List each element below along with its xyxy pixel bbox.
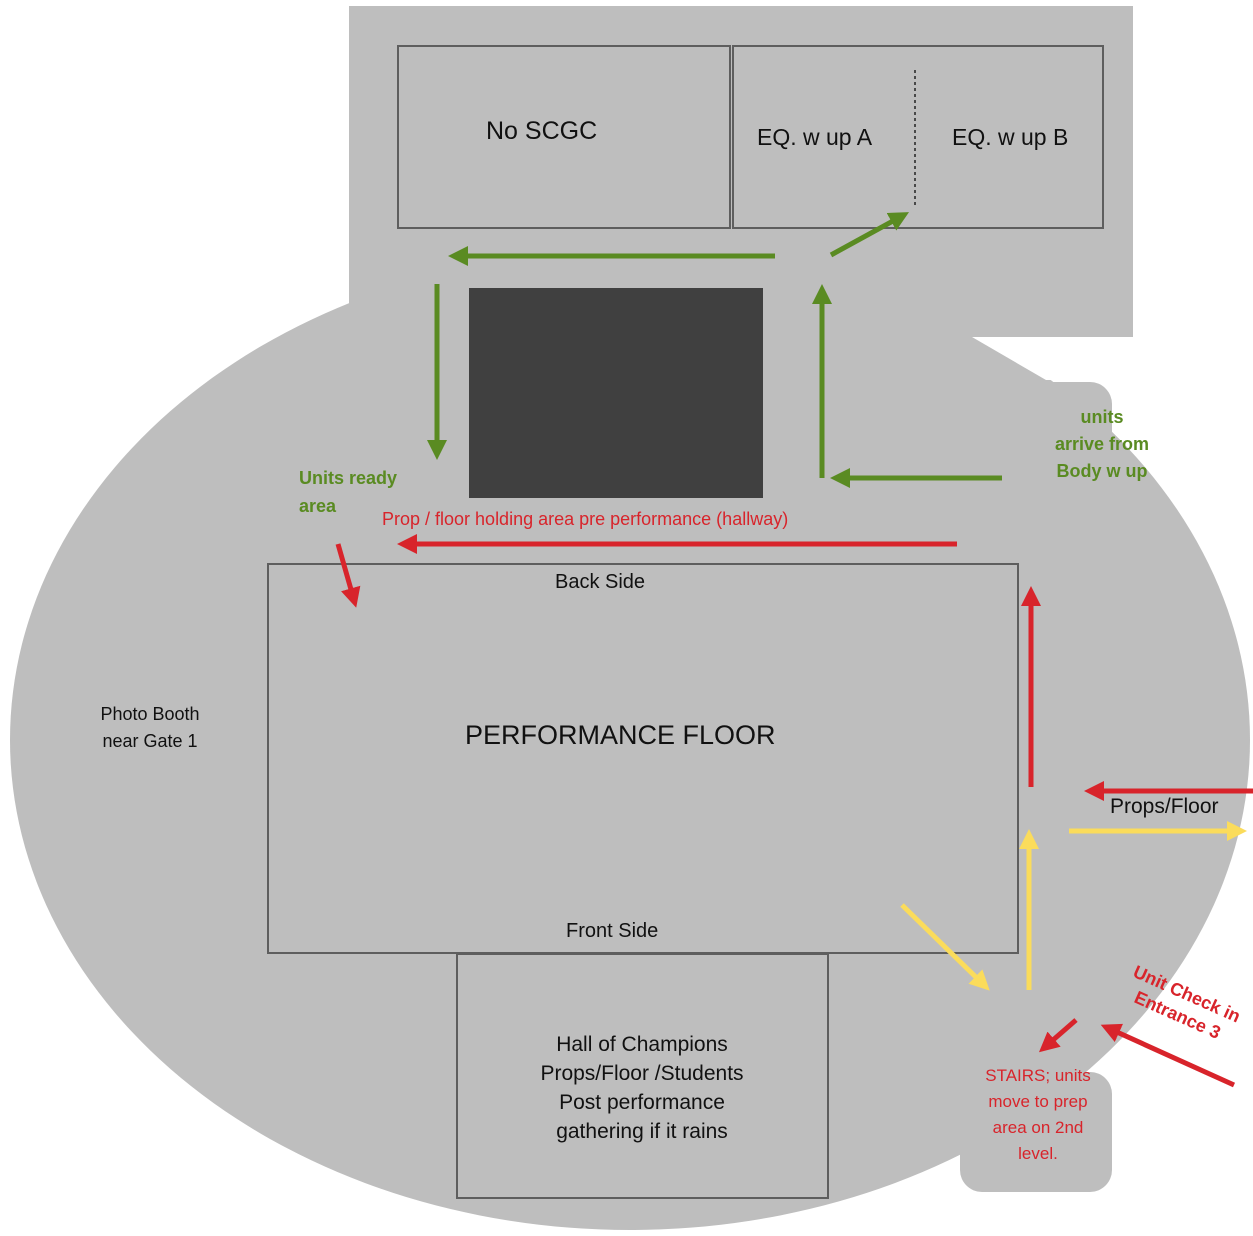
green-route	[427, 212, 1002, 488]
label-photo-booth-line-1: Photo Booth	[100, 704, 200, 724]
yellow-arrow-to-stairs	[900, 903, 990, 991]
label-stairs-line-1: STAIRS; units	[985, 1066, 1091, 1085]
label-props-floor: Props/Floor	[1110, 795, 1219, 818]
label-stairs: STAIRS; units move to prep area on 2nd l…	[966, 1063, 1110, 1167]
hall-line-2: Props/Floor /Students	[540, 1062, 744, 1085]
label-prop-holding: Prop / floor holding area pre performanc…	[382, 509, 789, 529]
room-eq-warmup	[732, 45, 1104, 229]
label-units-ready-line-1: Units ready	[299, 468, 398, 488]
label-stairs-line-2: move to prep	[988, 1092, 1088, 1111]
red-arrow-entrance	[1100, 1023, 1236, 1088]
venue-background	[10, 6, 1250, 1230]
hall-line-3: Post performance	[559, 1091, 725, 1114]
hall-of-champions	[456, 953, 829, 1199]
label-hall-of-champions: Hall of Champions Props/Floor /Students …	[497, 1030, 787, 1146]
label-photo-booth-line-2: near Gate 1	[102, 731, 198, 751]
room-label-eq-a: EQ. w up A	[757, 124, 873, 150]
dark-block	[469, 288, 763, 498]
red-arrow-to-floor	[335, 543, 361, 608]
label-stairs-line-3: area on 2nd	[992, 1118, 1084, 1137]
red-route	[335, 534, 1253, 1088]
notch	[972, 337, 1133, 380]
label-units-arrive: units arrive from Body w up	[1042, 404, 1162, 485]
green-arrow-to-eq	[829, 212, 910, 258]
label-photo-booth: Photo Booth near Gate 1	[70, 701, 230, 755]
yellow-route	[900, 821, 1247, 991]
room-label-eq-b: EQ. w up B	[952, 124, 1069, 150]
label-stairs-line-4: level.	[1018, 1144, 1058, 1163]
label-units-arrive-line-1: units	[1080, 407, 1124, 427]
label-units-arrive-line-3: Body w up	[1056, 461, 1148, 481]
red-arrow-to-stairs	[1038, 1018, 1078, 1053]
label-back-side: Back Side	[555, 571, 646, 593]
label-units-ready-line-2: area	[299, 496, 337, 516]
label-performance-floor: PERFORMANCE FLOOR	[465, 720, 776, 750]
room-no-scgc	[397, 45, 731, 229]
label-units-arrive-line-2: arrive from	[1054, 434, 1150, 454]
hall-line-4: gathering if it rains	[556, 1120, 728, 1143]
label-units-ready: Units ready area	[299, 464, 397, 520]
hall-line-1: Hall of Champions	[556, 1033, 728, 1056]
label-front-side: Front Side	[566, 920, 659, 942]
room-label-no-scgc: No SCGC	[486, 117, 598, 145]
